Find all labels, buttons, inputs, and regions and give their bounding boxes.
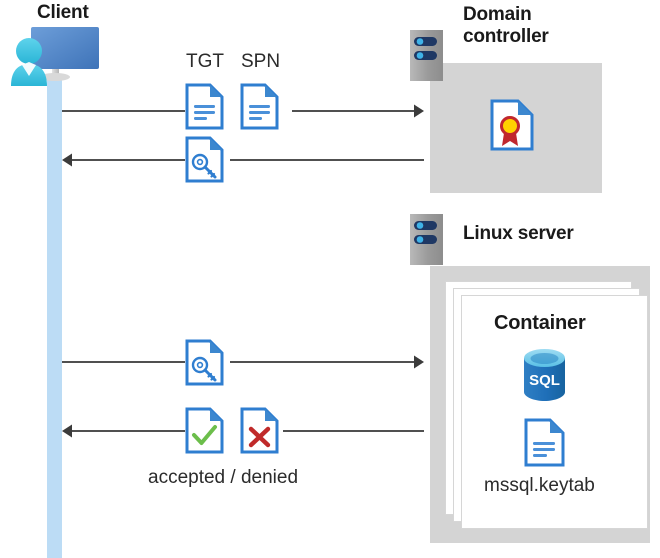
denied-document-icon [240, 407, 279, 454]
flow-dc-to-client-arrow [62, 152, 424, 168]
sql-database-icon: SQL [521, 347, 568, 403]
accepted-document-icon [185, 407, 224, 454]
keytab-document-icon [524, 418, 565, 467]
client-icon [8, 24, 108, 86]
client-lifeline [47, 74, 62, 558]
domain-controller-title-line1: Domain [463, 4, 532, 25]
keytab-label: mssql.keytab [484, 475, 595, 496]
flow-client-to-dc-arrow [62, 103, 424, 119]
spn-label: SPN [241, 51, 281, 72]
domain-controller-title-line2: controller [463, 26, 549, 47]
container-card-front[interactable] [461, 295, 648, 529]
tgt-document-icon [185, 83, 224, 130]
server-rack-icon-linux [410, 214, 443, 265]
flow-client-to-linux-arrow [62, 354, 424, 370]
ticket-key-document-icon [185, 136, 224, 183]
container-title: Container [494, 312, 586, 334]
accepted-denied-label: accepted / denied [148, 467, 299, 488]
server-rack-icon [410, 30, 443, 81]
page-title-client: Client [37, 2, 89, 23]
request-key-document-icon [185, 339, 224, 386]
svg-text:SQL: SQL [529, 372, 560, 389]
spn-document-icon [240, 83, 279, 130]
linux-server-title: Linux server [463, 223, 574, 244]
certificate-document-icon [490, 99, 534, 151]
tgt-label: TGT [186, 51, 224, 72]
flow-linux-to-client-arrow [62, 423, 424, 439]
